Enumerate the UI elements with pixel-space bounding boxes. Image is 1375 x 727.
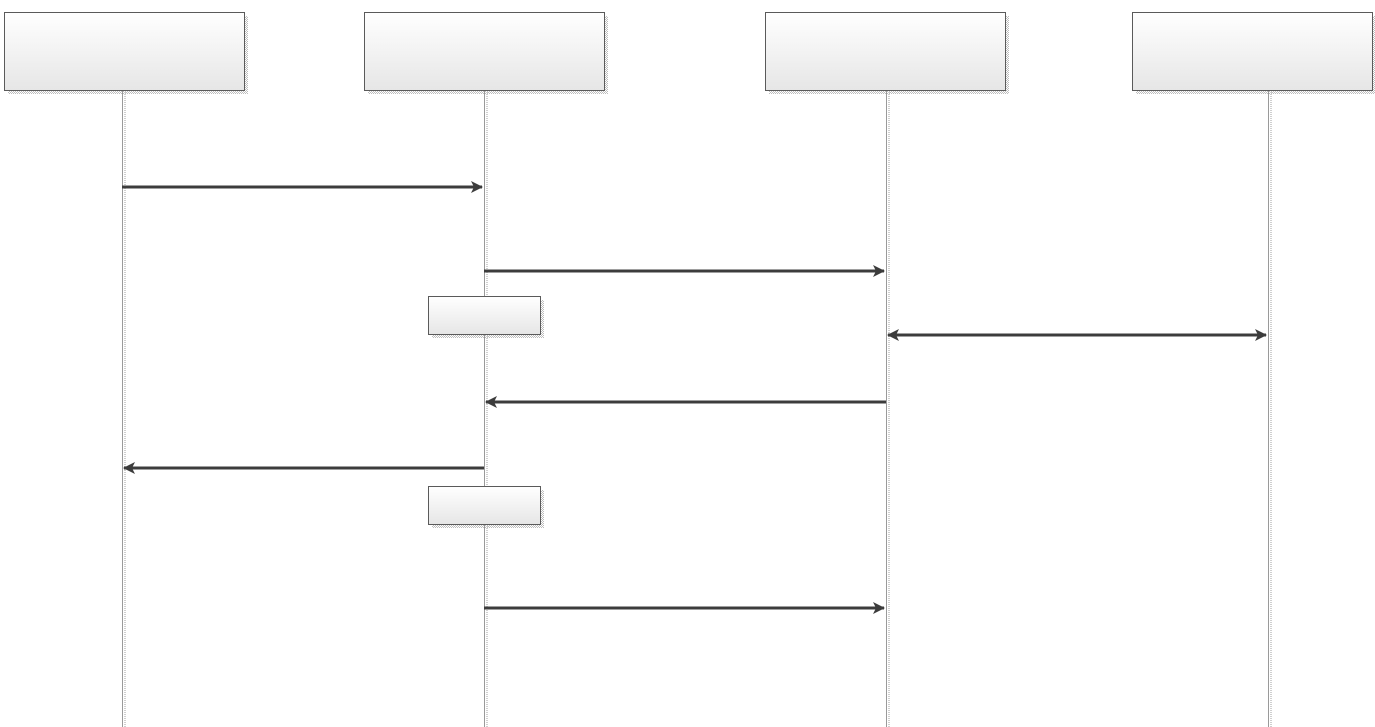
participant-box-4 <box>1132 12 1373 91</box>
participant-box-3 <box>765 12 1006 91</box>
participant-box-2 <box>364 12 605 91</box>
lifeline-layer <box>122 90 1272 727</box>
activation-box-2 <box>428 486 541 525</box>
activation-box-1 <box>428 296 541 335</box>
message-layer <box>122 181 1267 614</box>
participant-layer <box>4 12 1373 525</box>
participant-box-1 <box>4 12 245 91</box>
